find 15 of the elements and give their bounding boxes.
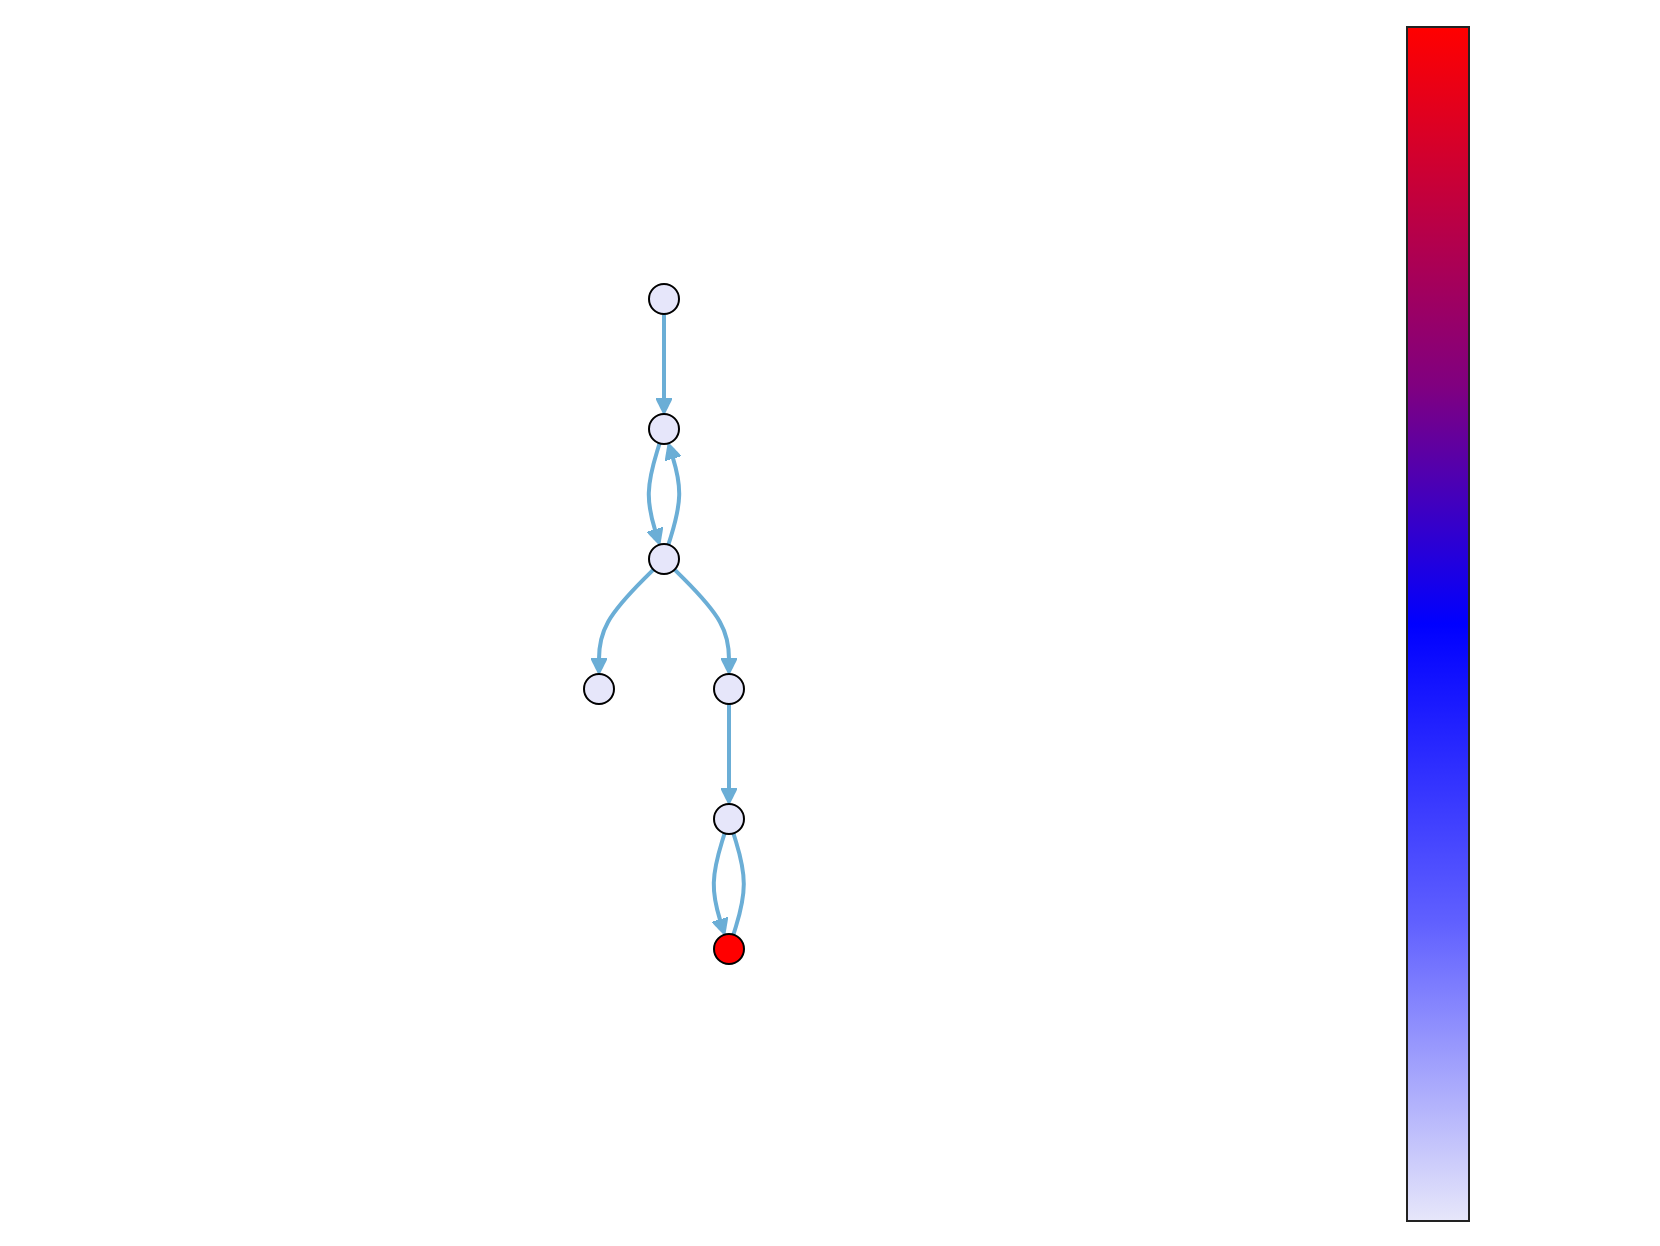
connector	[730, 831, 745, 935]
arrow	[645, 441, 663, 545]
node-circle	[712, 802, 744, 834]
node-circle	[647, 412, 679, 444]
arrow	[710, 831, 728, 935]
arrow	[589, 567, 654, 674]
node-circle	[712, 672, 744, 704]
arrow	[672, 567, 737, 674]
arrow	[719, 703, 737, 804]
node-circle	[582, 672, 614, 704]
arrow	[654, 313, 672, 414]
arrow	[663, 441, 681, 545]
node-circle	[647, 542, 679, 574]
node-circle	[712, 932, 744, 964]
node-circle	[647, 282, 679, 314]
